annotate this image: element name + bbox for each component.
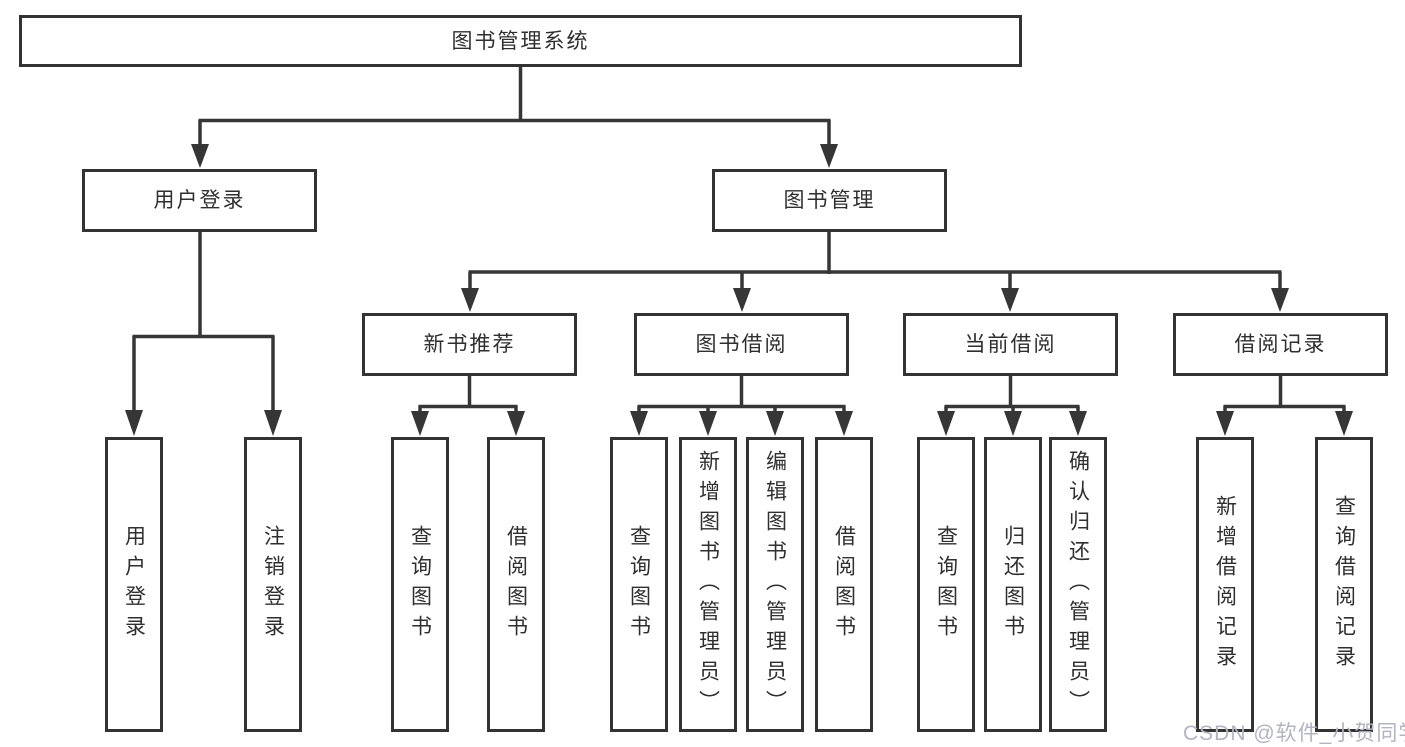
node-library-management-system: 图书管理系统	[19, 15, 1022, 67]
node-label: 查询图书	[934, 524, 958, 645]
node-label: 新书推荐	[423, 333, 516, 356]
down-arrowhead	[507, 411, 525, 436]
node-label: 图书管理	[783, 189, 876, 212]
node-leaf-query-books: 查询图书	[610, 437, 668, 732]
down-arrowhead	[766, 411, 784, 436]
node-label: 借阅图书	[832, 524, 856, 645]
node-leaf-borrow-books: 借阅图书	[815, 437, 873, 732]
node-book-borrowing: 图书借阅	[634, 313, 849, 376]
down-arrowhead	[1216, 411, 1234, 436]
down-arrowhead	[937, 411, 955, 436]
node-label: 确认归还（管理员）	[1066, 449, 1090, 720]
node-label: 借阅图书	[504, 524, 528, 645]
node-leaf-confirm-return-admin: 确认归还（管理员）	[1049, 437, 1107, 732]
node-label: 借阅记录	[1234, 333, 1327, 356]
node-label: 查询图书	[408, 524, 432, 645]
node-book-management: 图书管理	[712, 169, 947, 232]
node-leaf-return-books: 归还图书	[984, 437, 1042, 732]
node-label: 图书借阅	[695, 333, 788, 356]
node-label: 新增图书（管理员）	[696, 449, 720, 720]
node-leaf-borrow-books: 借阅图书	[487, 437, 545, 732]
node-leaf-add-books-admin: 新增图书（管理员）	[679, 437, 737, 732]
node-leaf-add-borrow-record: 新增借阅记录	[1196, 437, 1254, 732]
node-label: 用户登录	[153, 189, 246, 212]
node-leaf-logout: 注销登录	[244, 437, 302, 732]
down-arrowhead	[1001, 288, 1019, 312]
node-leaf-query-books: 查询图书	[391, 437, 449, 732]
down-arrowhead	[191, 144, 209, 168]
down-arrowhead	[699, 411, 717, 436]
node-label: 查询图书	[627, 524, 651, 645]
down-arrowhead	[1004, 411, 1022, 436]
node-label: 查询借阅记录	[1332, 494, 1356, 675]
down-arrowhead	[1271, 288, 1289, 312]
node-leaf-edit-books-admin: 编辑图书（管理员）	[746, 437, 804, 732]
down-arrowhead	[125, 410, 143, 436]
node-label: 图书管理系统	[451, 29, 590, 53]
down-arrowhead	[264, 410, 282, 436]
down-arrowhead	[1335, 411, 1353, 436]
down-arrowhead	[1069, 411, 1087, 436]
node-leaf-query-books: 查询图书	[917, 437, 975, 732]
node-label: 新增借阅记录	[1213, 494, 1237, 675]
node-leaf-query-borrow-record: 查询借阅记录	[1315, 437, 1373, 732]
node-label: 归还图书	[1001, 524, 1025, 645]
csdn-watermark: CSDN @软件_小贺同学	[1183, 722, 1405, 745]
down-arrowhead	[820, 144, 838, 168]
node-label: 编辑图书（管理员）	[763, 449, 787, 720]
down-arrowhead	[733, 288, 751, 312]
node-current-borrowing: 当前借阅	[903, 313, 1118, 376]
down-arrowhead	[630, 411, 648, 436]
down-arrowhead	[835, 411, 853, 436]
down-arrowhead	[411, 411, 429, 436]
node-label: 当前借阅	[964, 333, 1057, 356]
node-label: 用户登录	[122, 524, 146, 645]
node-user-login: 用户登录	[82, 169, 317, 232]
down-arrowhead	[461, 288, 479, 312]
node-leaf-user-login: 用户登录	[105, 437, 163, 732]
node-label: 注销登录	[261, 524, 285, 645]
node-new-book-recommendation: 新书推荐	[362, 313, 577, 376]
node-borrowing-records: 借阅记录	[1173, 313, 1388, 376]
